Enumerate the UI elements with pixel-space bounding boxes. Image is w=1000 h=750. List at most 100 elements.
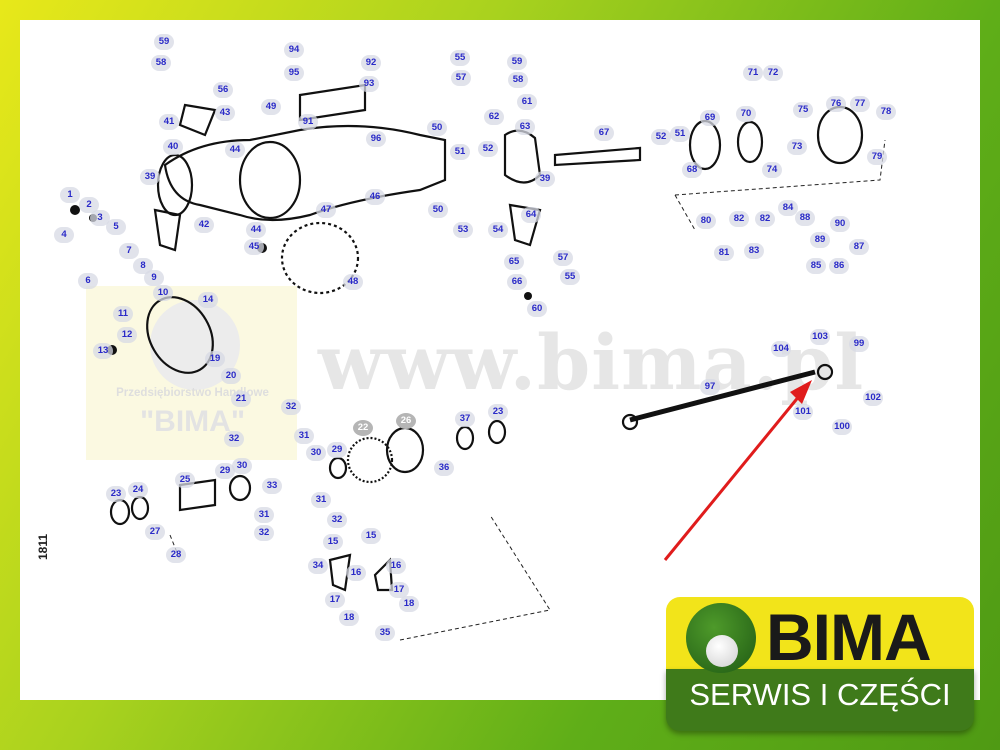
- part-label-71[interactable]: 71: [743, 65, 763, 81]
- part-label-31[interactable]: 31: [254, 507, 274, 523]
- part-label-85[interactable]: 85: [806, 258, 826, 274]
- part-label-44[interactable]: 44: [246, 222, 266, 238]
- part-label-23[interactable]: 23: [106, 486, 126, 502]
- part-label-58[interactable]: 58: [508, 72, 528, 88]
- part-label-47[interactable]: 47: [316, 202, 336, 218]
- part-label-63[interactable]: 63: [515, 119, 535, 135]
- part-label-57[interactable]: 57: [553, 250, 573, 266]
- part-label-82[interactable]: 82: [729, 211, 749, 227]
- part-label-95[interactable]: 95: [284, 65, 304, 81]
- part-label-13[interactable]: 13: [93, 343, 113, 359]
- part-label-104[interactable]: 104: [771, 341, 791, 357]
- part-label-93[interactable]: 93: [359, 76, 379, 92]
- part-label-60[interactable]: 60: [527, 301, 547, 317]
- part-label-37[interactable]: 37: [455, 411, 475, 427]
- part-label-32[interactable]: 32: [254, 525, 274, 541]
- part-label-55[interactable]: 55: [560, 269, 580, 285]
- part-label-15[interactable]: 15: [361, 528, 381, 544]
- part-label-88[interactable]: 88: [795, 210, 815, 226]
- part-label-17[interactable]: 17: [389, 582, 409, 598]
- part-label-29[interactable]: 29: [327, 442, 347, 458]
- part-label-25[interactable]: 25: [175, 472, 195, 488]
- part-label-76[interactable]: 76: [826, 96, 846, 112]
- part-label-55[interactable]: 55: [450, 50, 470, 66]
- part-label-56[interactable]: 56: [213, 82, 233, 98]
- part-label-72[interactable]: 72: [763, 65, 783, 81]
- part-label-69[interactable]: 69: [700, 110, 720, 126]
- part-label-24[interactable]: 24: [128, 482, 148, 498]
- part-label-52[interactable]: 52: [651, 129, 671, 145]
- part-label-90[interactable]: 90: [830, 216, 850, 232]
- part-label-87[interactable]: 87: [849, 239, 869, 255]
- part-label-67[interactable]: 67: [594, 125, 614, 141]
- part-label-7[interactable]: 7: [119, 243, 139, 259]
- part-label-4[interactable]: 4: [54, 227, 74, 243]
- part-label-19[interactable]: 19: [205, 351, 225, 367]
- part-label-89[interactable]: 89: [810, 232, 830, 248]
- part-label-10[interactable]: 10: [153, 285, 173, 301]
- part-label-32[interactable]: 32: [224, 431, 244, 447]
- part-label-66[interactable]: 66: [507, 274, 527, 290]
- part-label-58[interactable]: 58: [151, 55, 171, 71]
- part-label-57[interactable]: 57: [451, 70, 471, 86]
- part-label-77[interactable]: 77: [850, 96, 870, 112]
- part-label-35[interactable]: 35: [375, 625, 395, 641]
- part-label-52[interactable]: 52: [478, 141, 498, 157]
- part-label-26[interactable]: 26: [396, 413, 416, 429]
- part-label-80[interactable]: 80: [696, 213, 716, 229]
- part-label-74[interactable]: 74: [762, 162, 782, 178]
- part-label-86[interactable]: 86: [829, 258, 849, 274]
- part-label-15[interactable]: 15: [323, 534, 343, 550]
- part-label-16[interactable]: 16: [346, 565, 366, 581]
- part-label-79[interactable]: 79: [867, 149, 887, 165]
- part-label-73[interactable]: 73: [787, 139, 807, 155]
- part-label-32[interactable]: 32: [327, 512, 347, 528]
- part-label-42[interactable]: 42: [194, 217, 214, 233]
- part-label-2[interactable]: 2: [79, 197, 99, 213]
- part-label-83[interactable]: 83: [744, 243, 764, 259]
- part-label-70[interactable]: 70: [736, 106, 756, 122]
- part-label-50[interactable]: 50: [427, 120, 447, 136]
- part-label-34[interactable]: 34: [308, 558, 328, 574]
- part-label-31[interactable]: 31: [311, 492, 331, 508]
- part-label-102[interactable]: 102: [863, 390, 883, 406]
- part-label-41[interactable]: 41: [159, 114, 179, 130]
- part-label-1[interactable]: 1: [60, 187, 80, 203]
- part-label-62[interactable]: 62: [484, 109, 504, 125]
- part-label-97[interactable]: 97: [700, 379, 720, 395]
- part-label-30[interactable]: 30: [232, 458, 252, 474]
- part-label-59[interactable]: 59: [154, 34, 174, 50]
- part-label-9[interactable]: 9: [144, 270, 164, 286]
- part-label-100[interactable]: 100: [832, 419, 852, 435]
- part-label-11[interactable]: 11: [113, 306, 133, 322]
- part-label-22[interactable]: 22: [353, 420, 373, 436]
- part-label-12[interactable]: 12: [117, 327, 137, 343]
- part-label-50[interactable]: 50: [428, 202, 448, 218]
- part-label-18[interactable]: 18: [399, 596, 419, 612]
- part-label-6[interactable]: 6: [78, 273, 98, 289]
- part-label-30[interactable]: 30: [306, 445, 326, 461]
- part-label-75[interactable]: 75: [793, 102, 813, 118]
- part-label-43[interactable]: 43: [215, 105, 235, 121]
- part-label-5[interactable]: 5: [106, 219, 126, 235]
- part-label-46[interactable]: 46: [365, 189, 385, 205]
- part-label-18[interactable]: 18: [339, 610, 359, 626]
- part-label-45[interactable]: 45: [244, 239, 264, 255]
- part-label-78[interactable]: 78: [876, 104, 896, 120]
- part-label-103[interactable]: 103: [810, 329, 830, 345]
- part-label-28[interactable]: 28: [166, 547, 186, 563]
- part-label-54[interactable]: 54: [488, 222, 508, 238]
- part-label-17[interactable]: 17: [325, 592, 345, 608]
- part-label-16[interactable]: 16: [386, 558, 406, 574]
- part-label-39[interactable]: 39: [140, 169, 160, 185]
- part-label-91[interactable]: 91: [298, 114, 318, 130]
- part-label-51[interactable]: 51: [670, 126, 690, 142]
- part-label-14[interactable]: 14: [198, 292, 218, 308]
- part-label-31[interactable]: 31: [294, 428, 314, 444]
- part-label-51[interactable]: 51: [450, 144, 470, 160]
- part-label-32[interactable]: 32: [281, 399, 301, 415]
- part-label-68[interactable]: 68: [682, 162, 702, 178]
- part-label-59[interactable]: 59: [507, 54, 527, 70]
- part-label-81[interactable]: 81: [714, 245, 734, 261]
- part-label-44[interactable]: 44: [225, 142, 245, 158]
